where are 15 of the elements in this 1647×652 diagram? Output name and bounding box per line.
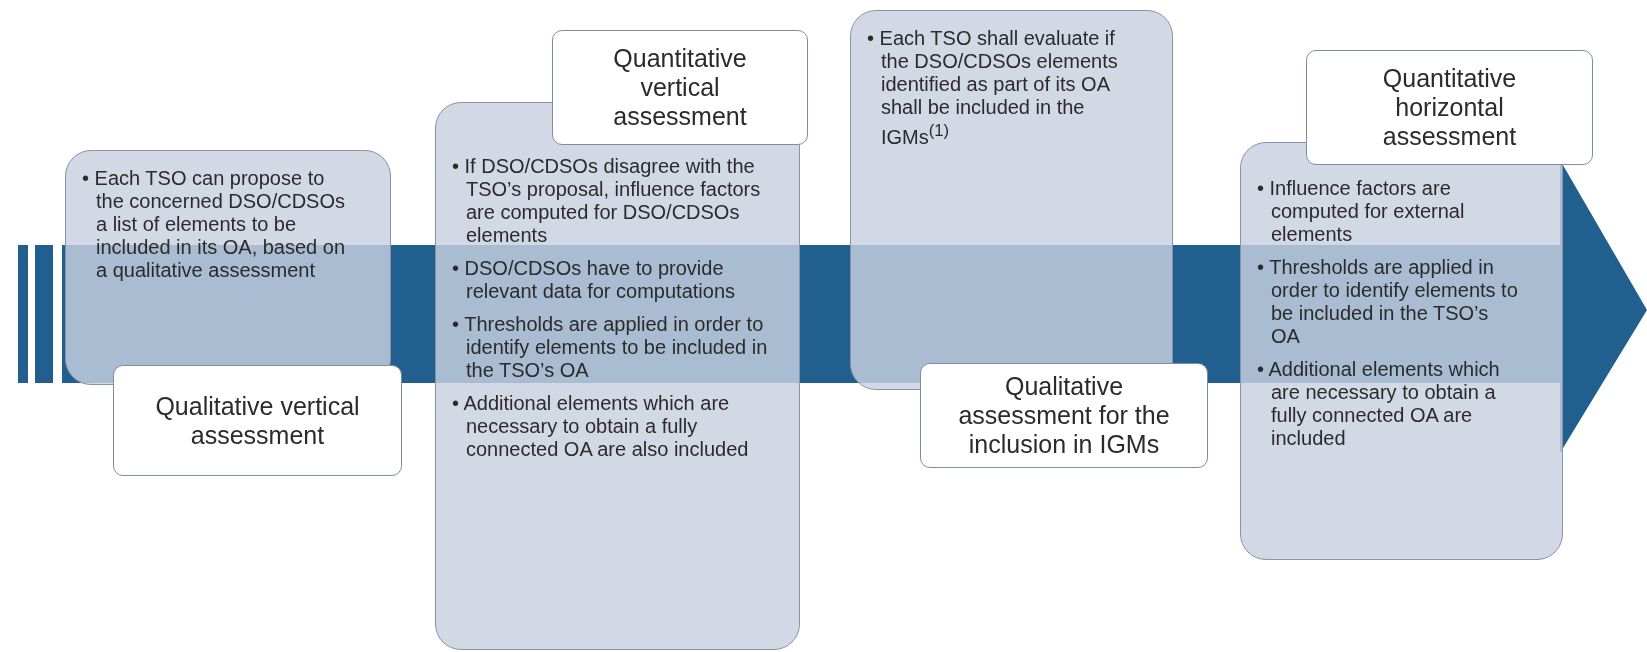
stage-card [435,102,800,650]
stage-title: Qualitative vertical assessment [113,365,402,476]
stage-title: Quantitative horizontal assessment [1306,50,1593,165]
stage-title: Qualitative assessment for the inclusion in IGMs [920,363,1208,468]
bullet-text: • Additional elements which are necessary to obtain a fully connected OA are included [1257,358,1501,450]
bullet-text: • DSO/CDSOs have to provide relevant data for computations [452,257,737,303]
bullet-text: • Thresholds are applied in order to identify elements to be included in the TSO’s OA [1257,256,1519,348]
stage-card [65,150,391,385]
bullet-text: • Influence factors are computed for external elements [1257,177,1466,246]
bullet-text: • If DSO/CDSOs disagree with the TSO’s proposal, influence factors are computed for DSO/CDSOs elements [452,155,762,247]
stage-title: Quantitative vertical assessment [552,30,808,145]
bullet-text: • Thresholds are applied in order to identify elements to be included in the TSO’s OA [452,313,769,382]
bullet-text: • Additional elements which are necessary to obtain a fully connected OA are also included [452,392,750,461]
bullet-text: • Each TSO can propose to the concerned DSO/CDSOs a list of elements to be included in its OA, based on a qualitative assessment [82,167,347,282]
bullet-text: • Each TSO shall evaluate if the DSO/CDSOs elements identified as part of its OA shall be included in the IGMs$^{(1)}$ [867,27,1119,149]
